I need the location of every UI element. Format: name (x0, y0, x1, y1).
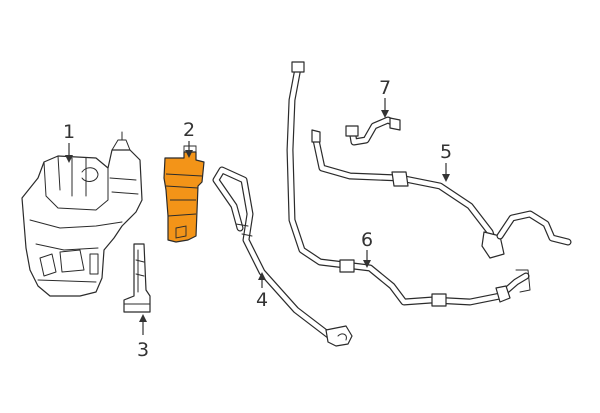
part-7-small-hose[interactable] (345, 116, 401, 146)
callout-6-label: 6 (361, 229, 373, 251)
callout-1-label: 1 (63, 121, 75, 143)
part-1-reservoir-assembly[interactable] (21, 131, 143, 297)
part-5-pressure-hose[interactable] (311, 129, 572, 259)
callout-numbers: 1 2 3 4 5 6 7 (63, 77, 452, 361)
part-3-mounting-bracket[interactable] (123, 243, 151, 313)
part-6-pressure-line[interactable] (286, 61, 531, 307)
callout-4-label: 4 (256, 289, 268, 311)
callout-7-label: 7 (379, 77, 391, 99)
callout-2-label: 2 (183, 119, 195, 141)
callout-leaders (65, 98, 450, 335)
part-2-reservoir-highlighted[interactable] (163, 145, 205, 243)
callout-3-label: 3 (137, 339, 149, 361)
part-4-return-hose[interactable] (212, 166, 353, 347)
callout-5-label: 5 (440, 141, 452, 163)
